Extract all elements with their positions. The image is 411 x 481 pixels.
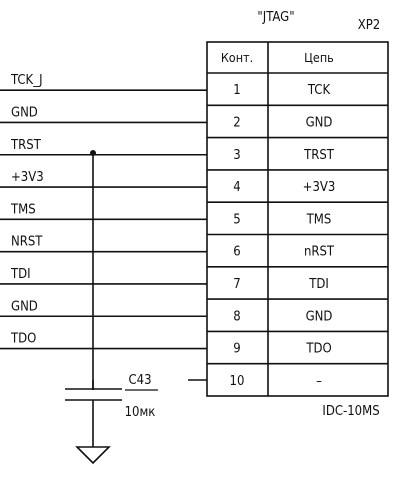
pin-net-name: +3V3 [303, 180, 336, 195]
wire-label: TDI [10, 267, 31, 282]
connector-name: "JTAG" [257, 10, 294, 25]
pin-number: 7 [233, 277, 240, 292]
capacitor-value: 10мк [125, 405, 156, 420]
capacitor-designator: C43 [128, 373, 151, 388]
wire-label: GND [11, 105, 38, 120]
pin-number: 3 [233, 148, 240, 163]
wire-label: TRST [10, 138, 42, 153]
wire-label: GND [11, 299, 38, 314]
pin-net-name: TDO [305, 342, 331, 357]
connector-type: IDC-10MS [322, 404, 379, 419]
wire-label: TCK_J [10, 73, 43, 88]
header-net: Цепь [304, 50, 334, 65]
wire-label: TDO [10, 332, 36, 347]
pin-net-name: GND [306, 115, 333, 130]
pin-number: 9 [233, 342, 240, 357]
junction-dot [90, 150, 96, 156]
pin-net-name: TMS [306, 212, 332, 227]
pin-net-name: nRST [304, 245, 335, 260]
connector-designator: XP2 [358, 18, 381, 33]
wire-label: NRST [11, 235, 43, 250]
pin-number: 6 [233, 245, 240, 260]
pin-number: 2 [233, 115, 240, 130]
pin-number: 10 [230, 374, 245, 389]
pin-net-name: TDI [308, 277, 329, 292]
ground-symbol [75, 446, 111, 465]
header-pin: Конт. [221, 50, 253, 65]
pin-number: 8 [233, 309, 240, 324]
pin-number: 5 [233, 212, 240, 227]
pin-number: 1 [233, 83, 240, 98]
wire-label: TMS [10, 202, 36, 217]
capacitor: C43 10мк [65, 373, 158, 447]
pin-net-name: GND [306, 309, 333, 324]
pin-number: 4 [233, 180, 240, 195]
pin-net-name: TRST [303, 148, 335, 163]
wire-label: +3V3 [11, 170, 44, 185]
pin-net-name: – [316, 374, 322, 389]
pin-net-name: TCK [307, 83, 331, 98]
